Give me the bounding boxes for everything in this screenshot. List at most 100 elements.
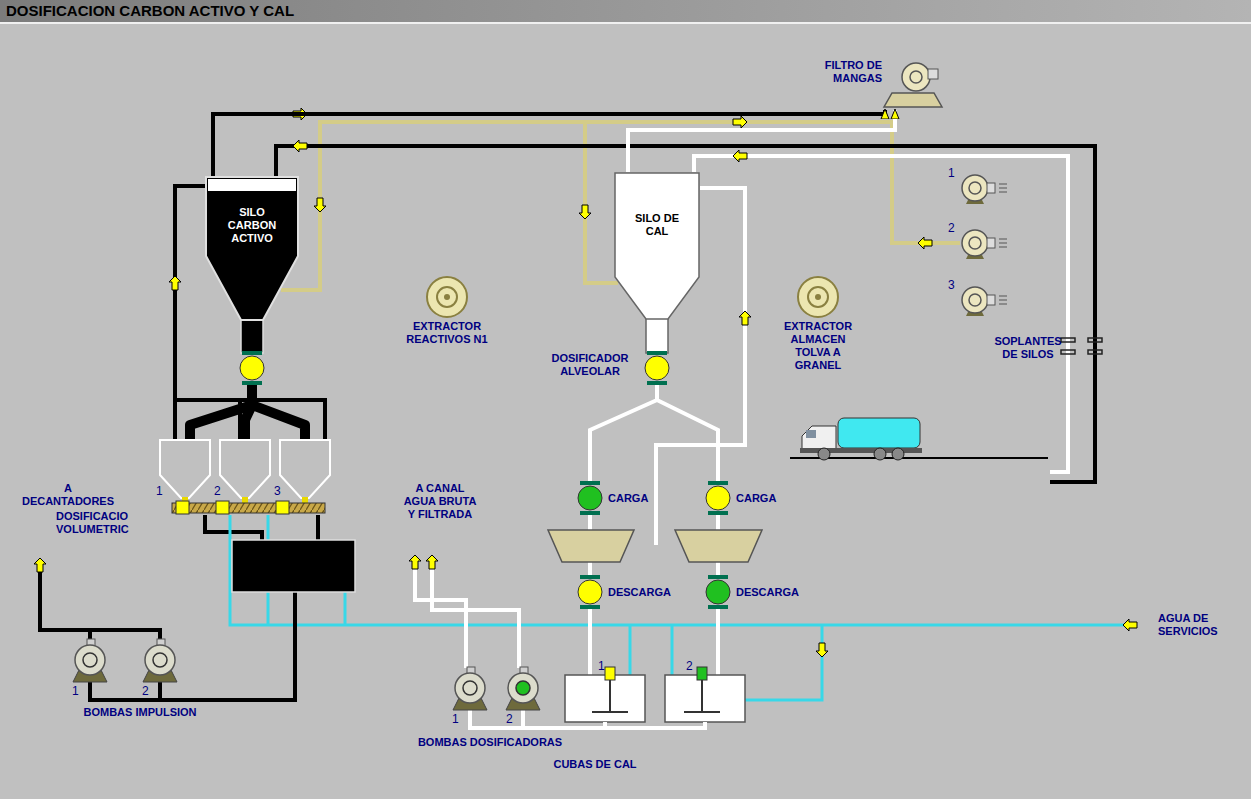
pump <box>73 639 107 682</box>
equipment-label: DESCARGA <box>608 586 678 599</box>
pipe <box>205 515 318 540</box>
pipe-coupling <box>1061 350 1075 354</box>
carbon-silo-shape <box>208 179 296 191</box>
flow-arrow <box>816 643 828 657</box>
callout-number: 1 <box>452 712 464 726</box>
carbon-hopper <box>160 440 210 498</box>
agitator <box>701 680 703 712</box>
agitator <box>592 711 628 713</box>
agitator <box>609 680 611 712</box>
bag-filter-shape <box>884 93 942 107</box>
dosing-pipe <box>415 568 705 728</box>
screw-feeder <box>172 501 325 514</box>
lime-tank <box>565 675 645 722</box>
silo-outlet <box>241 318 668 353</box>
bag-filter-shape <box>928 69 938 79</box>
extractor-fan <box>444 294 450 300</box>
pump <box>453 667 540 710</box>
carbon-hopper <box>160 440 330 498</box>
blower <box>962 287 1007 316</box>
pipe <box>276 146 1095 482</box>
node-label: SILO DE CAL <box>629 212 685 238</box>
screw-feeder <box>216 501 229 514</box>
bag-filter-shape <box>910 71 922 83</box>
pipe-coupling <box>1061 338 1075 342</box>
flow-arrow <box>739 311 751 325</box>
truck <box>874 448 886 460</box>
node-label: FILTRO DE MANGAS <box>812 59 882 85</box>
carbon-chute <box>190 381 252 440</box>
lime-silo: SILO DE CAL <box>614 172 700 320</box>
valve <box>706 575 730 609</box>
lime-hopper <box>548 530 762 562</box>
flow-arrow <box>34 108 1137 657</box>
truck <box>806 430 816 438</box>
agitator <box>697 667 707 680</box>
flow-arrow <box>426 555 438 569</box>
pipe-coupling <box>1088 338 1102 342</box>
lime-tank <box>565 675 745 722</box>
flow-arrow <box>1123 619 1137 631</box>
flow-arrow <box>293 140 307 152</box>
extractor-fan <box>427 277 467 317</box>
carbon-hopper <box>220 440 270 498</box>
flow-arrow <box>733 150 747 162</box>
equipment-label: DOSIFICADOR ALVEOLAR <box>545 352 635 378</box>
carbon-tank <box>232 540 355 592</box>
valve <box>645 351 669 385</box>
pump <box>143 639 177 682</box>
pipe <box>230 515 1125 625</box>
equipment-label: BOMBAS DOSIFICADORAS <box>410 736 570 749</box>
pipe-coupling <box>1061 338 1102 354</box>
lime-hopper <box>548 530 634 562</box>
silo-outlet <box>241 319 263 353</box>
callout-number: 2 <box>948 221 960 235</box>
flow-arrow <box>409 555 421 569</box>
truck <box>790 418 1048 460</box>
flow-arrow <box>733 116 747 128</box>
valve <box>706 481 730 515</box>
pump <box>453 667 487 710</box>
callout-number: 2 <box>506 712 518 726</box>
callout-number: 1 <box>156 484 168 498</box>
agitator <box>592 667 720 712</box>
valve <box>240 351 730 609</box>
callout-number: 3 <box>948 278 960 292</box>
extractor-fan <box>815 294 821 300</box>
equipment-label: BOMBAS IMPULSION <box>60 706 220 719</box>
pipe <box>40 515 1125 700</box>
dosing-pipe <box>470 710 705 728</box>
carbon-silo-outline <box>205 176 299 321</box>
truck <box>838 418 920 448</box>
title-bar <box>0 0 1251 22</box>
lime-hopper <box>675 530 762 562</box>
equipment-label: DOSIFICACIO VOLUMETRIC <box>56 510 156 536</box>
agitator <box>684 711 720 713</box>
lime-tank <box>665 675 745 722</box>
carbon-hopper <box>280 440 330 498</box>
equipment-label: CARGA <box>608 492 668 505</box>
title-bar <box>0 22 1251 24</box>
valve <box>240 351 264 385</box>
agitator <box>605 667 615 680</box>
callout-number: 1 <box>598 659 610 673</box>
screw-feeder <box>172 503 325 513</box>
lime-silo-shape <box>615 173 699 319</box>
blower <box>962 175 1007 316</box>
carbon-chute <box>252 405 305 440</box>
callout-number: 1 <box>72 684 84 698</box>
callout-number: 1 <box>948 166 960 180</box>
screw-feeder <box>276 501 289 514</box>
equipment-label: CARGA <box>736 492 796 505</box>
bag-filter: FILTRO DE MANGAS <box>812 55 942 110</box>
carbon-silo-shape <box>206 177 298 320</box>
valve <box>578 575 602 609</box>
flow-arrow <box>169 276 181 290</box>
extractor-fan <box>808 287 828 307</box>
pump <box>73 639 177 682</box>
callout-number: 3 <box>274 484 286 498</box>
truck <box>892 448 904 460</box>
duct-connector <box>213 110 885 176</box>
